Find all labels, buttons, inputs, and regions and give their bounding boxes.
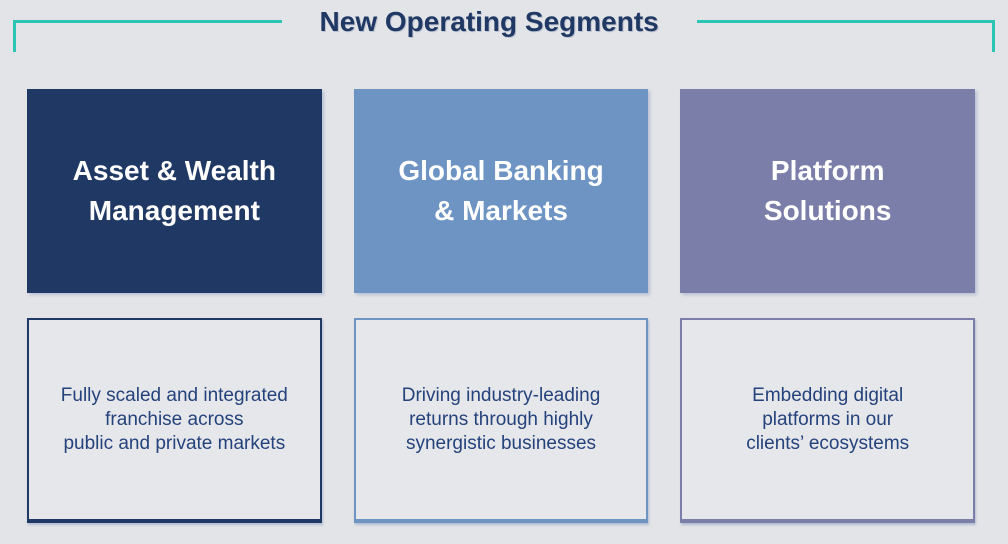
segment-description-card-asset-wealth-management: Fully scaled and integrated franchise ac…: [27, 318, 322, 523]
slide-header: New Operating Segments: [13, 0, 995, 52]
segment-card-platform-solutions: Platform Solutions: [680, 89, 976, 293]
segment-description-text: Fully scaled and integrated franchise ac…: [60, 384, 288, 454]
page-title: New Operating Segments: [319, 6, 659, 37]
segment-card-label: Global Banking & Markets: [398, 155, 604, 226]
title-bracket-right: [696, 20, 995, 52]
segment-card-asset-wealth-management: Asset & Wealth Management: [27, 89, 322, 293]
segment-description-text: Embedding digital platforms in our clien…: [746, 384, 910, 454]
title-bracket-left: [13, 20, 282, 52]
segments-row: Asset & Wealth Management Global Banking…: [27, 89, 976, 293]
segment-card-label: Platform Solutions: [763, 155, 892, 226]
segment-card-global-banking-markets: Global Banking & Markets: [353, 89, 649, 293]
descriptions-row: Fully scaled and integrated franchise ac…: [27, 318, 976, 523]
segment-description-card-global-banking-markets: Driving industry-leading returns through…: [353, 318, 649, 523]
segment-description-text: Driving industry-leading returns through…: [401, 384, 601, 454]
segment-description-card-platform-solutions: Embedding digital platforms in our clien…: [680, 318, 976, 523]
segment-card-label: Asset & Wealth Management: [72, 155, 276, 226]
